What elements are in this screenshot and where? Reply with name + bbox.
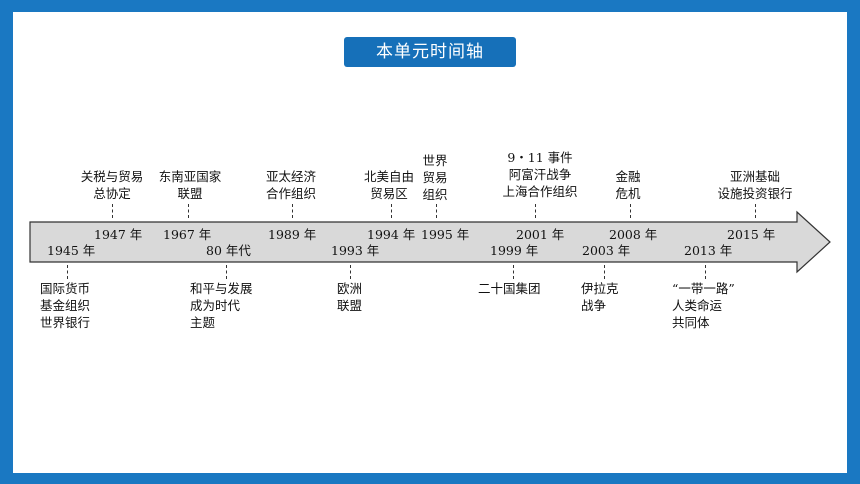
event-wto: 世界 贸易 组织 bbox=[410, 152, 460, 203]
year-2003: 2003 年 bbox=[582, 243, 631, 258]
year-1989: 1989 年 bbox=[268, 227, 317, 242]
year-80s: 80 年代 bbox=[206, 243, 251, 258]
event-text: 二十国集团 bbox=[478, 281, 541, 296]
connector-line bbox=[436, 204, 437, 218]
connector-line bbox=[705, 265, 706, 279]
event-text: 合作组织 bbox=[265, 186, 316, 201]
year-1993: 1993 年 bbox=[331, 243, 380, 258]
event-text: 共同体 bbox=[672, 315, 710, 330]
timeline-arrow-shape bbox=[29, 210, 831, 274]
year-1947: 1947 年 bbox=[94, 227, 143, 242]
event-text: 亚太经济 bbox=[265, 169, 316, 184]
connector-line bbox=[604, 265, 605, 279]
connector-line bbox=[292, 204, 293, 218]
event-text: 北美自由 bbox=[363, 169, 414, 184]
event-text: 危机 bbox=[615, 186, 641, 201]
year-2008: 2008 年 bbox=[609, 227, 658, 242]
year-1999: 1999 年 bbox=[490, 243, 539, 258]
year-1994: 1994 年 bbox=[367, 227, 416, 242]
connector-line bbox=[188, 204, 189, 218]
event-text: 组织 bbox=[422, 187, 448, 202]
event-text: 国际货币 bbox=[40, 281, 91, 296]
year-1945: 1945 年 bbox=[47, 243, 96, 258]
connector-line bbox=[67, 265, 68, 279]
event-gatt: 关税与贸易 总协定 bbox=[62, 168, 162, 202]
event-text: 金融 bbox=[615, 169, 641, 184]
event-financial-crisis: 金融 危机 bbox=[598, 168, 658, 202]
connector-line bbox=[112, 204, 113, 218]
event-belt-road: “一带一路” 人类命运 共同体 bbox=[672, 280, 735, 331]
event-text: 设施投资银行 bbox=[717, 186, 793, 201]
connector-line bbox=[535, 204, 536, 218]
event-text: 伊拉克 bbox=[581, 281, 619, 296]
event-text: 世界 bbox=[422, 153, 448, 168]
event-aiib: 亚洲基础 设施投资银行 bbox=[700, 168, 810, 202]
event-apec: 亚太经济 合作组织 bbox=[241, 168, 341, 202]
event-text: 和平与发展 bbox=[190, 281, 253, 296]
event-asean: 东南亚国家 联盟 bbox=[140, 168, 240, 202]
year-1967: 1967 年 bbox=[163, 227, 212, 242]
event-g20: 二十国集团 bbox=[478, 280, 541, 297]
event-text: 贸易区 bbox=[370, 186, 408, 201]
event-text: 成为时代 bbox=[190, 298, 241, 313]
connector-line bbox=[755, 204, 756, 218]
event-text: “一带一路” bbox=[672, 281, 735, 296]
event-nafta: 北美自由 贸易区 bbox=[339, 168, 439, 202]
event-text: 战争 bbox=[581, 298, 607, 313]
event-text: 联盟 bbox=[337, 298, 363, 313]
event-text: 总协定 bbox=[93, 186, 131, 201]
connector-line bbox=[513, 265, 514, 279]
connector-line bbox=[226, 265, 227, 279]
event-text: 亚洲基础 bbox=[729, 169, 780, 184]
event-text: 欧洲 bbox=[337, 281, 363, 296]
year-1995: 1995 年 bbox=[421, 227, 470, 242]
connector-line bbox=[630, 204, 631, 218]
event-text: 阿富汗战争 bbox=[508, 167, 572, 182]
event-text: 联盟 bbox=[177, 186, 203, 201]
event-iraq-war: 伊拉克 战争 bbox=[581, 280, 619, 314]
page-title: 本单元时间轴 bbox=[344, 37, 516, 67]
event-text: 关税与贸易 bbox=[80, 169, 144, 184]
year-2013: 2013 年 bbox=[684, 243, 733, 258]
year-2015: 2015 年 bbox=[727, 227, 776, 242]
event-eu: 欧洲 联盟 bbox=[337, 280, 362, 314]
connector-line bbox=[350, 265, 351, 279]
year-2001: 2001 年 bbox=[516, 227, 565, 242]
event-text: 上海合作组织 bbox=[502, 184, 578, 199]
event-imf: 国际货币 基金组织 世界银行 bbox=[40, 280, 90, 331]
event-text: 主题 bbox=[190, 315, 216, 330]
event-text: 世界银行 bbox=[40, 315, 91, 330]
event-text: 基金组织 bbox=[40, 298, 91, 313]
event-text: 人类命运 bbox=[672, 298, 723, 313]
connector-line bbox=[391, 204, 392, 218]
event-text: 贸易 bbox=[422, 170, 448, 185]
event-2001: 9・11 事件 阿富汗战争 上海合作组织 bbox=[485, 149, 595, 200]
event-text: 东南亚国家 bbox=[158, 169, 222, 184]
event-peace-development: 和平与发展 成为时代 主题 bbox=[190, 280, 253, 331]
event-text: 9・11 事件 bbox=[507, 150, 573, 165]
